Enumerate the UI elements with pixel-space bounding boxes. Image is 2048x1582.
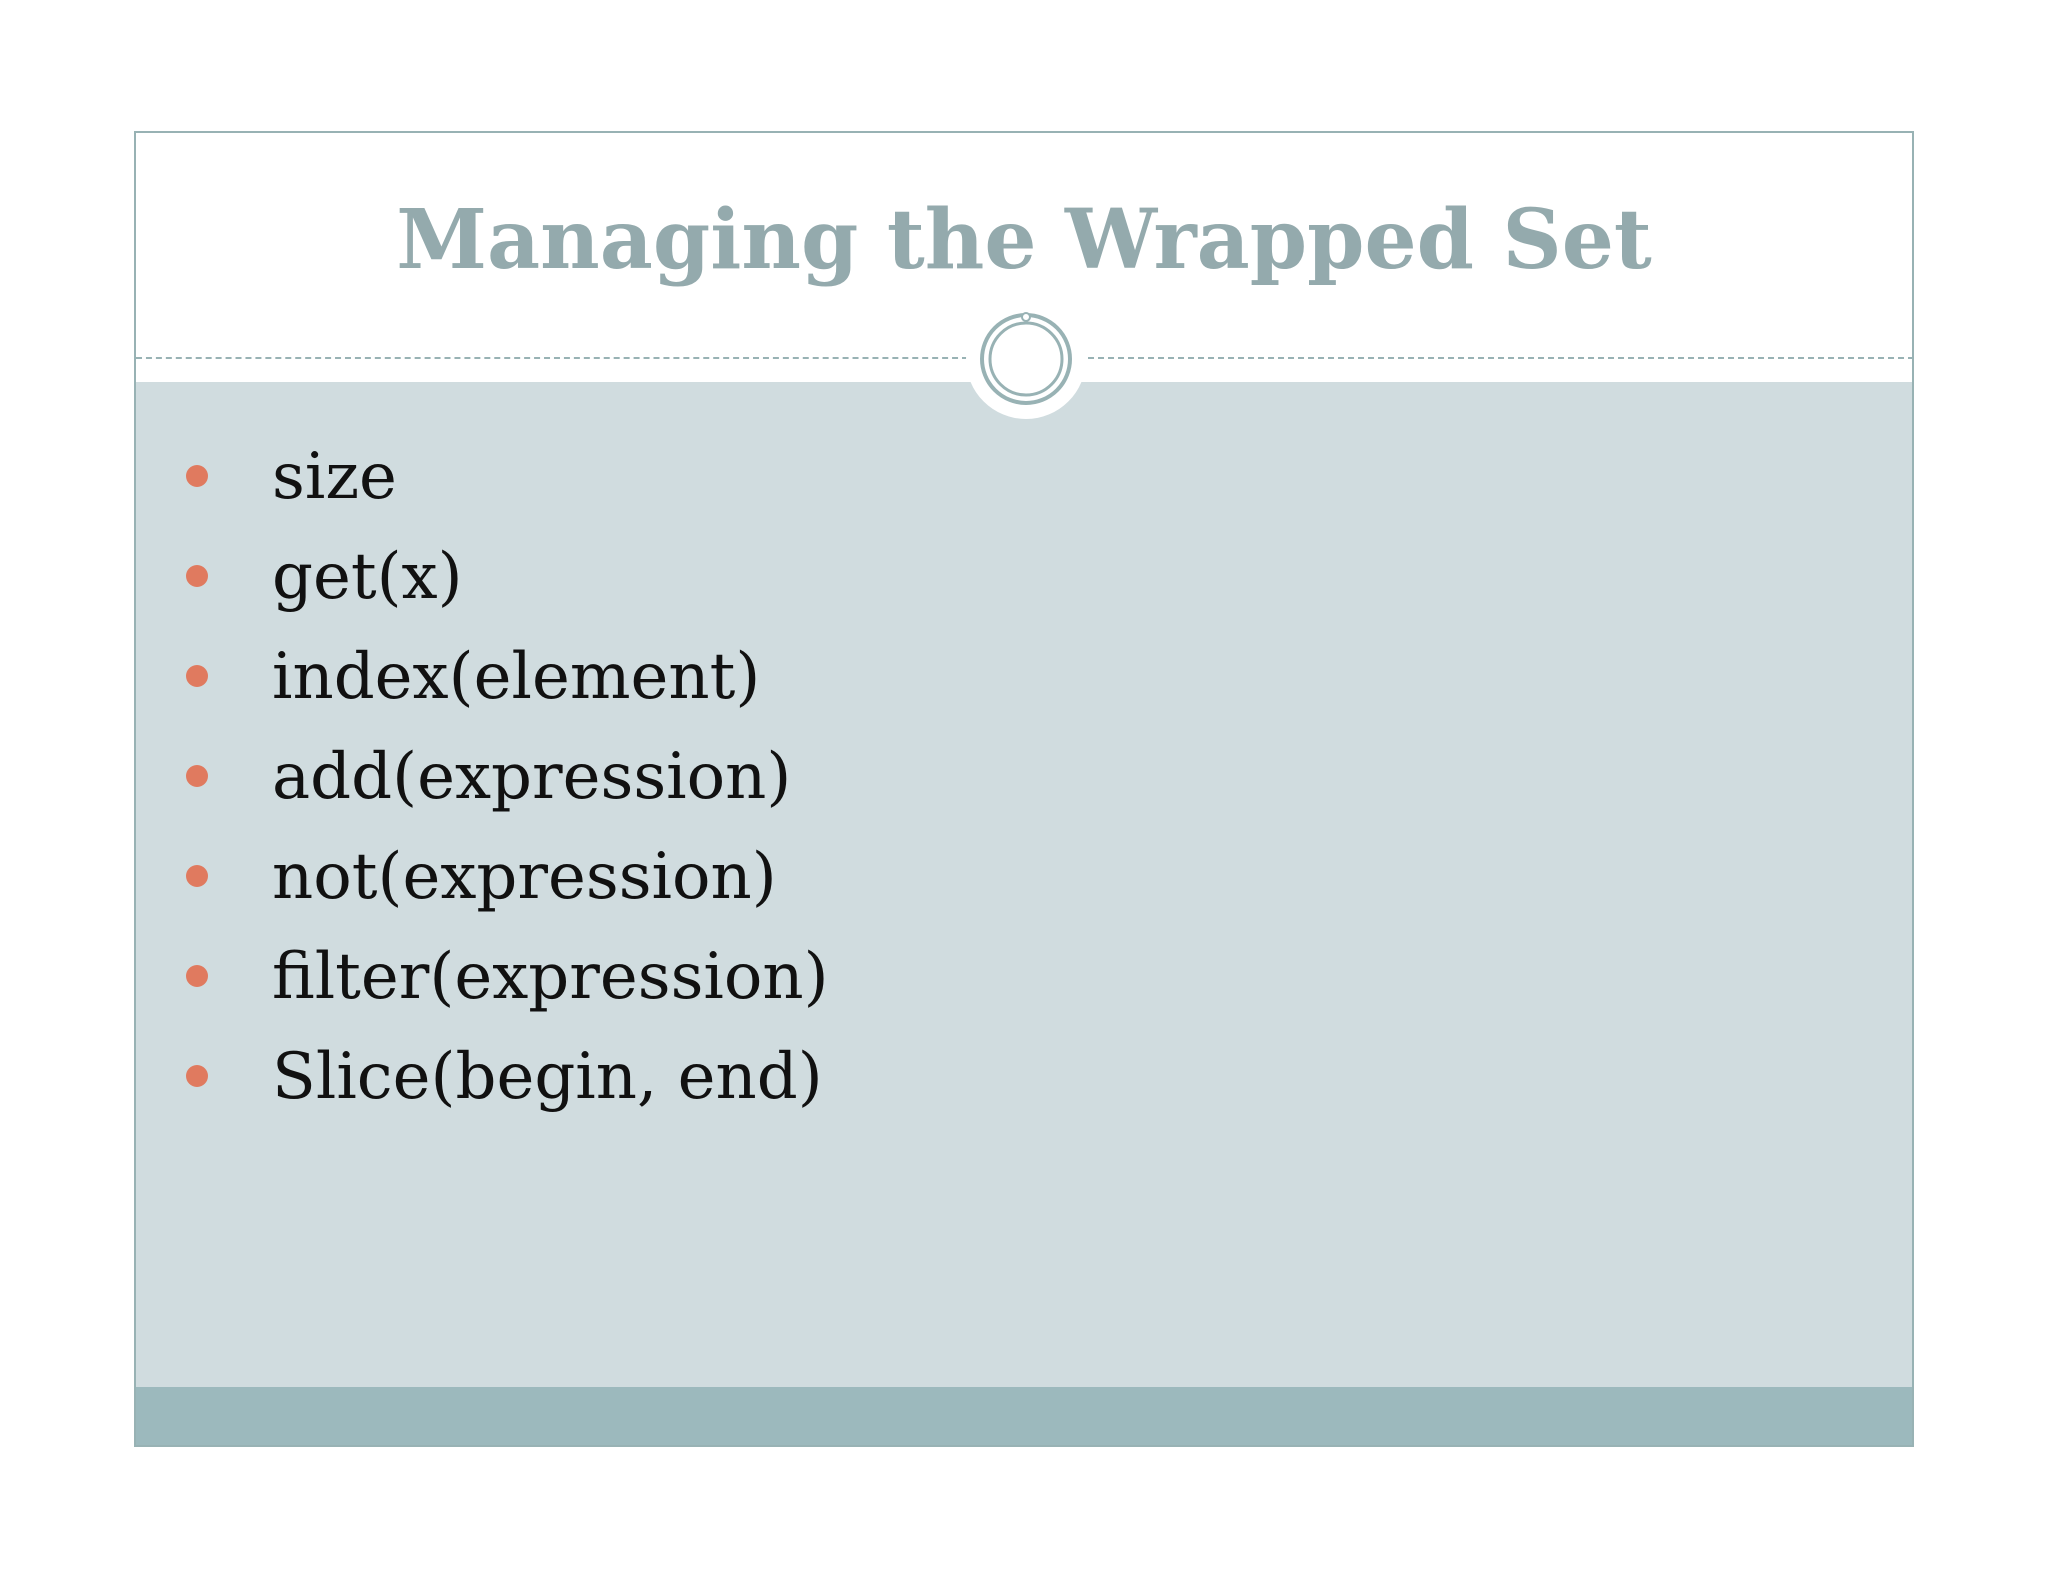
slide-title: Managing the Wrapped Set [396, 192, 1652, 288]
content-area [136, 382, 1912, 1387]
title-divider-left [136, 357, 968, 359]
bullet-item: add(expression) [186, 727, 829, 827]
bullet-item: size [186, 427, 829, 527]
slide: Managing the Wrapped Set size get(x) ind… [134, 131, 1914, 1447]
footer-band [136, 1387, 1912, 1445]
bullet-dot-icon [186, 965, 208, 987]
bullet-dot-icon [186, 665, 208, 687]
bullet-text: index(element) [272, 640, 761, 714]
bullet-list: size get(x) index(element) add(expressio… [186, 427, 829, 1127]
title-divider-right [1088, 357, 1912, 359]
bullet-text: filter(expression) [272, 940, 829, 1014]
bullet-item: not(expression) [186, 827, 829, 927]
bullet-item: Slice(begin, end) [186, 1027, 829, 1127]
bullet-dot-icon [186, 1065, 208, 1087]
bullet-item: get(x) [186, 527, 829, 627]
bullet-text: not(expression) [272, 840, 777, 914]
bullet-item: filter(expression) [186, 927, 829, 1027]
bullet-text: get(x) [272, 540, 463, 614]
bullet-text: Slice(begin, end) [272, 1040, 823, 1114]
bullet-dot-icon [186, 465, 208, 487]
circle-ring-icon [980, 312, 1072, 405]
bullet-text: add(expression) [272, 740, 792, 814]
bullet-item: index(element) [186, 627, 829, 727]
bullet-dot-icon [186, 765, 208, 787]
bullet-dot-icon [186, 865, 208, 887]
bullet-dot-icon [186, 565, 208, 587]
bullet-text: size [272, 440, 397, 514]
